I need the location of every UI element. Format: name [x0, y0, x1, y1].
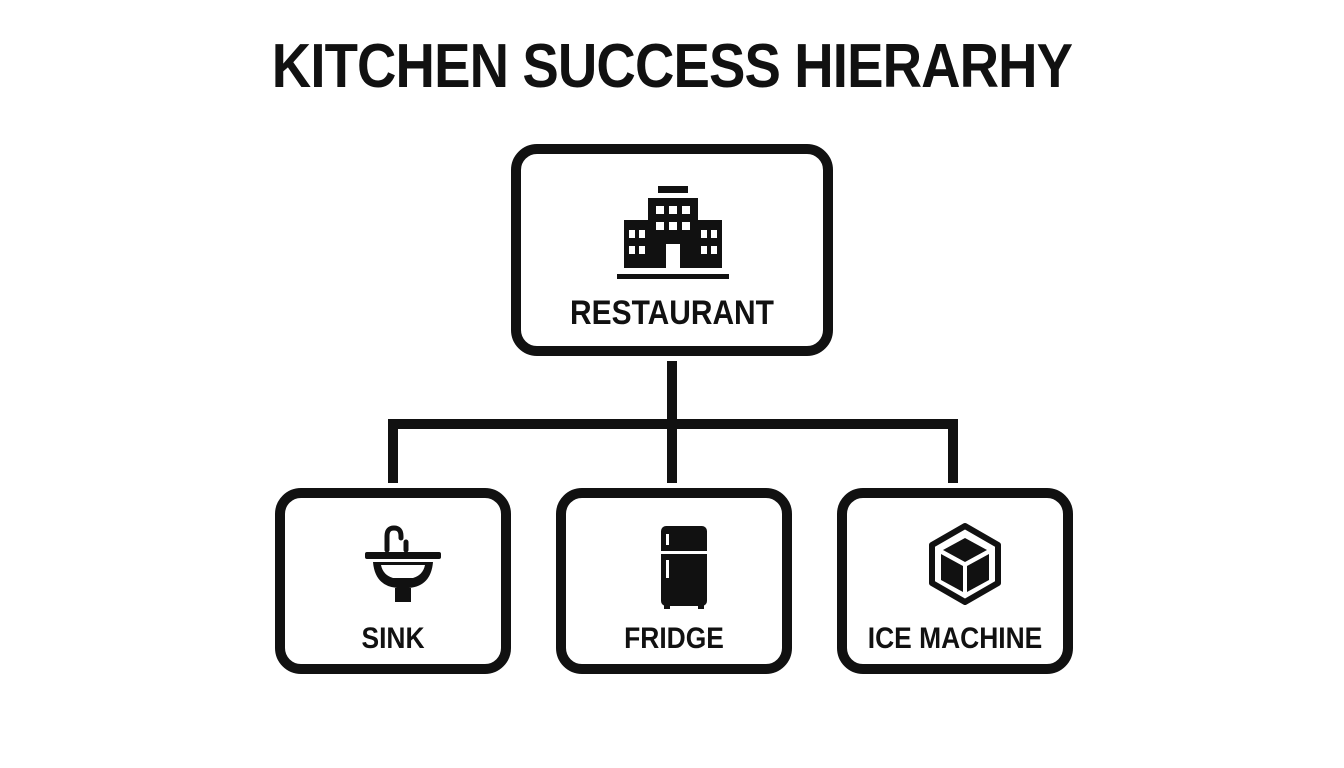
node-label-restaurant: RESTAURANT — [570, 294, 774, 332]
node-sink: SINK — [275, 488, 511, 674]
node-restaurant: RESTAURANT — [511, 144, 833, 356]
node-ice-machine: ICE MACHINE — [837, 488, 1073, 674]
node-fridge: FRIDGE — [556, 488, 792, 674]
diagram-title: KITCHEN SUCCESS HIERARHY — [271, 32, 1073, 101]
node-label-fridge: FRIDGE — [624, 622, 724, 655]
building-icon — [617, 186, 729, 279]
node-label-sink: SINK — [361, 622, 425, 655]
node-label-ice-machine: ICE MACHINE — [867, 622, 1043, 655]
fridge-icon — [661, 526, 707, 609]
ice-cube-icon — [929, 523, 1001, 605]
sink-icon — [365, 525, 441, 602]
